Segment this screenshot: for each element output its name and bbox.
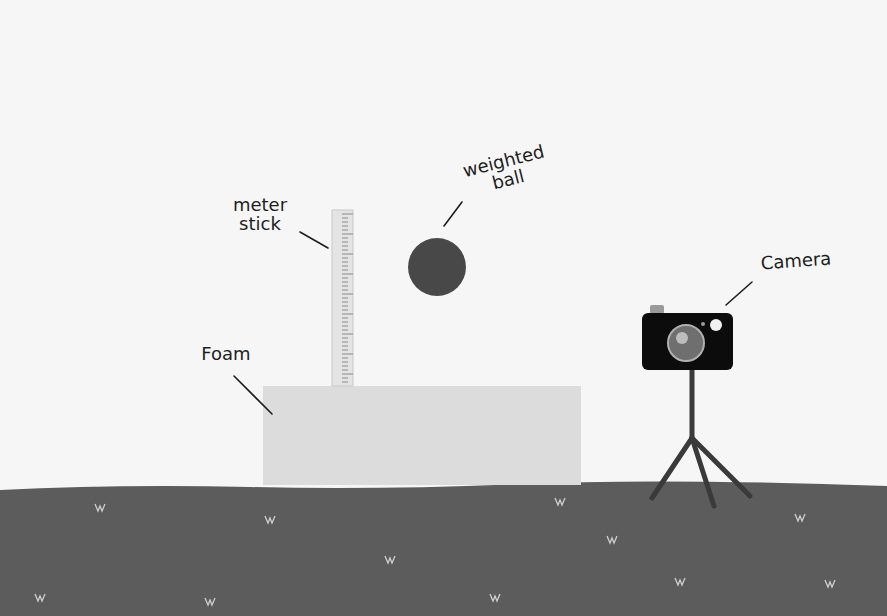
callout-label: meter stick: [224, 196, 296, 234]
meter-stick: [332, 210, 353, 386]
callout-label: Foam: [196, 345, 256, 364]
tripod: [652, 368, 750, 506]
ground: [0, 481, 887, 616]
weighted-ball: [408, 238, 466, 296]
lens-highlight: [676, 332, 688, 344]
leader-lines: [234, 202, 752, 414]
camera-body: [642, 313, 733, 370]
grass-tufts: [35, 498, 835, 605]
camera-button: [650, 305, 664, 314]
foam-block: [263, 386, 581, 485]
camera-dot: [701, 322, 705, 326]
camera-flash: [710, 319, 722, 331]
camera-lens: [668, 325, 704, 361]
meter-stick-ticks: [342, 214, 353, 382]
